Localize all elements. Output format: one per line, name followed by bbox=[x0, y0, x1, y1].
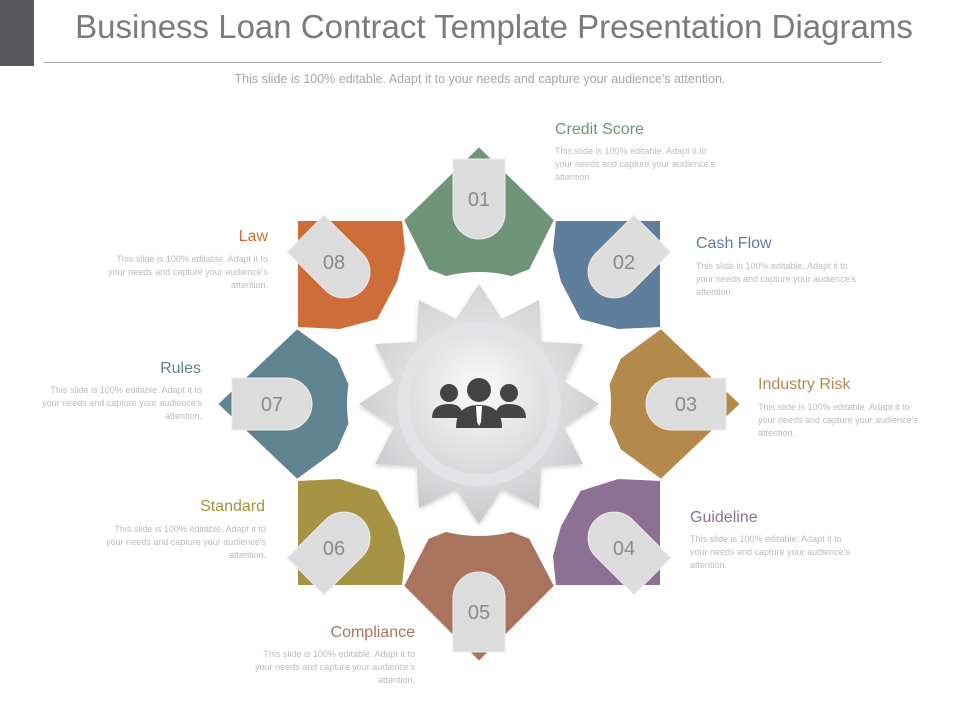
number-tab-01 bbox=[452, 158, 506, 240]
number-tab-07 bbox=[231, 377, 313, 431]
step-number-05: 05 bbox=[468, 602, 490, 624]
step-number-03: 03 bbox=[675, 394, 697, 416]
step-number-01: 01 bbox=[468, 189, 490, 211]
number-tab-02 bbox=[587, 214, 672, 299]
step-label-industry-risk: Industry Risk bbox=[758, 376, 851, 393]
step-desc-credit-score: This slide is 100% editable. Adapt it to… bbox=[555, 146, 715, 182]
step-desc-rules: This slide is 100% editable. Adapt it to… bbox=[42, 385, 202, 421]
number-tab-05 bbox=[452, 571, 506, 653]
step-desc-compliance: This slide is 100% editable. Adapt it to… bbox=[255, 649, 415, 685]
step-label-standard: Standard bbox=[200, 498, 265, 515]
step-label-cash-flow: Cash Flow bbox=[696, 235, 772, 252]
number-tab-06 bbox=[286, 511, 371, 596]
slide-title: Business Loan Contract Template Presenta… bbox=[75, 8, 913, 45]
step-label-credit-score: Credit Score bbox=[555, 121, 644, 138]
number-tab-04 bbox=[587, 511, 672, 596]
step-label-compliance: Compliance bbox=[330, 624, 415, 641]
step-label-guideline: Guideline bbox=[690, 509, 758, 526]
step-label-rules: Rules bbox=[160, 360, 201, 377]
title-divider bbox=[44, 62, 882, 63]
corner-accent-block bbox=[0, 0, 34, 66]
step-label-law: Law bbox=[238, 228, 268, 245]
number-tab-03 bbox=[645, 377, 727, 431]
number-tabs-layer: 01 02 03 04 05 06 07 08 bbox=[231, 158, 727, 653]
center-disc bbox=[409, 334, 549, 474]
number-tab-08 bbox=[286, 214, 371, 299]
step-desc-guideline: This slide is 100% editable. Adapt it to… bbox=[690, 534, 850, 570]
step-desc-standard: This slide is 100% editable. Adapt it to… bbox=[106, 524, 266, 560]
step-desc-law: This slide is 100% editable. Adapt it to… bbox=[108, 254, 268, 290]
slide-subtitle: This slide is 100% editable. Adapt it to… bbox=[234, 72, 726, 86]
step-desc-cash-flow: This slide is 100% editable. Adapt it to… bbox=[696, 261, 856, 297]
step-number-04: 04 bbox=[613, 538, 635, 560]
step-number-06: 06 bbox=[323, 538, 345, 560]
step-number-02: 02 bbox=[613, 252, 635, 274]
step-desc-industry-risk: This slide is 100% editable. Adapt it to… bbox=[758, 402, 918, 438]
step-number-07: 07 bbox=[261, 394, 283, 416]
step-number-08: 08 bbox=[323, 252, 345, 274]
business-team-icon bbox=[432, 378, 526, 428]
